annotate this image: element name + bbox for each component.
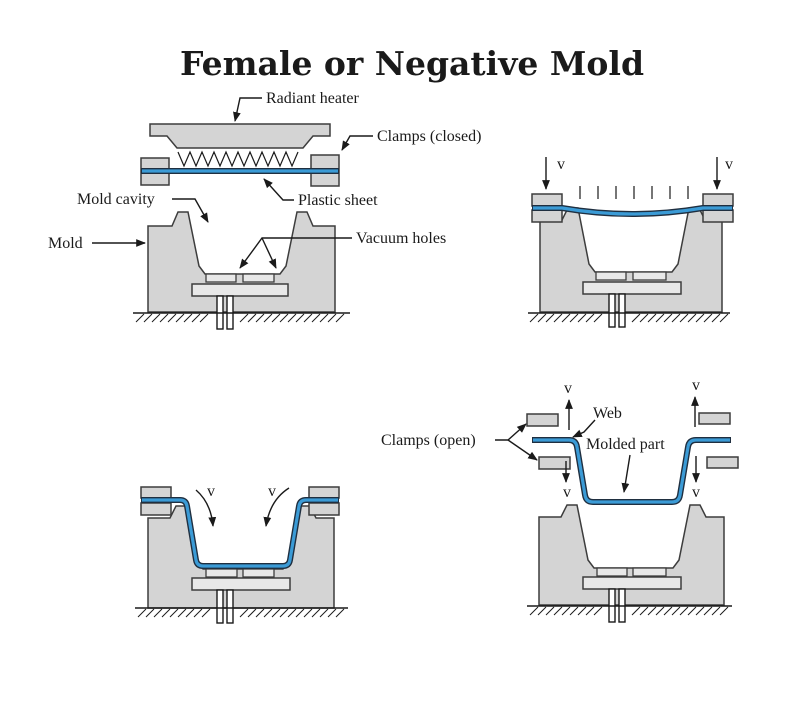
label-web: Web [593, 405, 622, 422]
label-v-left: v [207, 483, 215, 500]
label-v-up-left: v [564, 380, 572, 397]
clamp-right [702, 193, 734, 207]
arrow-plastic-sheet [263, 178, 294, 201]
clamp-left [140, 486, 172, 499]
label-v-down-left: v [563, 484, 571, 501]
label-plastic-sheet: Plastic sheet [298, 192, 378, 209]
panel-vacuum-forming: v v [135, 483, 348, 624]
molded-part [532, 437, 731, 505]
label-clamps-open: Clamps (open) [381, 432, 476, 449]
plastic-sheet [141, 497, 339, 569]
label-clamps-closed: Clamps (closed) [377, 128, 481, 145]
label-v-up-right: v [692, 377, 700, 394]
panel-heating: Radiant heater Clamps (closed) Plastic s… [48, 90, 481, 330]
mold [539, 207, 723, 328]
label-v-right: v [268, 483, 276, 500]
mold [147, 505, 335, 624]
clamp-open-left-upper [526, 413, 559, 427]
ground [528, 312, 730, 323]
clamp-right-lower [702, 209, 734, 223]
label-radiant-heater: Radiant heater [266, 90, 360, 107]
radiant-heater [149, 123, 331, 149]
label-v-left: v [557, 156, 565, 173]
ground [135, 607, 348, 618]
label-mold-cavity: Mold cavity [77, 191, 155, 208]
ground [527, 605, 732, 616]
clamp-right [308, 486, 340, 499]
ground [133, 312, 350, 323]
clamp-left [531, 193, 563, 207]
panel-release: v v v v Web Molded part Clamps (open) [381, 377, 739, 623]
arrow-vacuum-holes-2 [261, 237, 277, 269]
clamp-left-lower [140, 502, 172, 516]
panel-clamping: v v [528, 156, 734, 328]
clamp-right-lower [308, 502, 340, 516]
plastic-sheet [532, 205, 733, 217]
arrow-web [572, 419, 596, 438]
diagram-title: Female or Negative Mold [180, 44, 644, 83]
arrow-clamps-open-1 [495, 423, 527, 441]
mold [538, 504, 725, 623]
label-v-right: v [725, 156, 733, 173]
mold [147, 211, 336, 330]
label-vacuum-holes: Vacuum holes [356, 230, 446, 247]
clamp-open-right-lower [706, 456, 739, 469]
heater-radiation [177, 150, 299, 168]
label-molded-part: Molded part [586, 436, 665, 453]
clamp-open-left-lower [538, 456, 571, 470]
radiation-lines [579, 186, 689, 199]
label-v-down-right: v [692, 484, 700, 501]
arrow-molded-part [621, 454, 631, 493]
arrow-v-right [263, 487, 290, 527]
clamp-left-lower [531, 209, 563, 223]
arrow-clamps-closed [341, 135, 373, 151]
clamp-open-right-upper [698, 412, 731, 425]
arrow-radiant-heater [233, 97, 262, 122]
arrow-mold-cavity [172, 198, 209, 223]
label-mold: Mold [48, 235, 83, 252]
arrow-v-left [195, 489, 217, 527]
arrow-clamps-open-2 [507, 439, 538, 461]
